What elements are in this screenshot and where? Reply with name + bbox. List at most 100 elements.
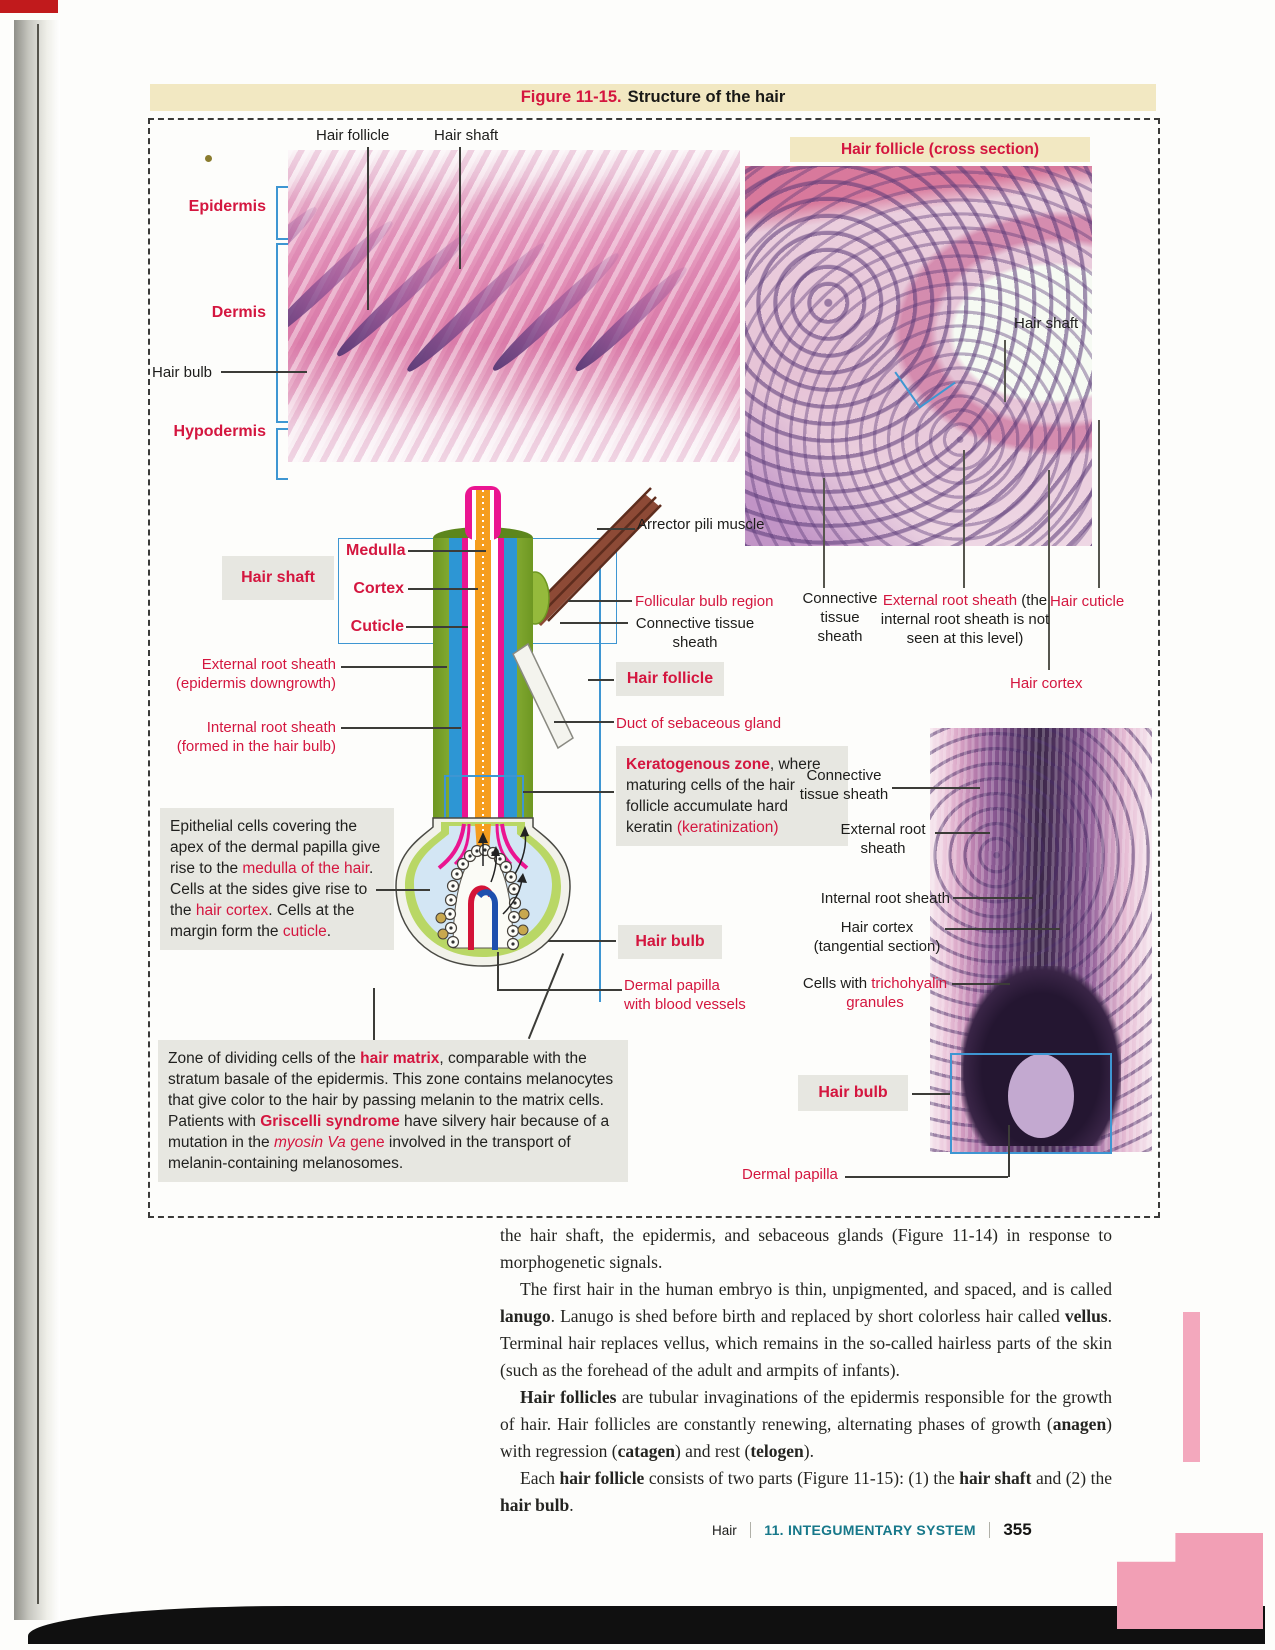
body-text: the hair shaft, the epidermis, and sebac… xyxy=(500,1222,1112,1519)
footer-divider xyxy=(749,1522,752,1538)
pointer-line xyxy=(497,989,622,991)
pointer-line xyxy=(1008,1125,1010,1177)
page-footer: Hair 11. INTEGUMENTARY SYSTEM 355 xyxy=(712,1520,1032,1540)
pointer-line xyxy=(497,952,499,990)
blue-angle-mark xyxy=(894,347,956,409)
paragraph: the hair shaft, the epidermis, and sebac… xyxy=(500,1225,1112,1272)
hair-cortex-line1: Hair cortex xyxy=(840,919,914,936)
paragraph: The first hair in the human embryo is th… xyxy=(500,1279,1112,1380)
dermis-bracket xyxy=(276,243,288,423)
hair-follicle-tag-label: Hair follicle xyxy=(626,670,714,687)
label-external-root-sheath: External root sheath (epidermis downgrow… xyxy=(158,655,336,693)
label-connective-tissue-sheath-long: Connective tissue sheath xyxy=(799,767,889,804)
label-hair-cortex-long: Hair cortex (tangential section) xyxy=(812,918,942,956)
pointer-line xyxy=(373,988,375,1040)
label-hair-cortex-cross: Hair cortex xyxy=(1010,675,1083,692)
hair-matrix-note-box: Zone of dividing cells of the hair matri… xyxy=(158,1040,628,1183)
speck xyxy=(205,155,212,162)
pointer-line xyxy=(376,889,430,891)
figure-dashed-border xyxy=(148,118,1160,1218)
figure-title: Structure of the hair xyxy=(627,88,786,106)
label-hypodermis: Hypodermis xyxy=(173,423,266,440)
hair-bulb-tag: Hair bulb xyxy=(618,925,722,959)
cross-section-banner: Hair follicle (cross section) xyxy=(790,137,1090,162)
pointer-line xyxy=(1004,340,1006,402)
label-epidermis: Epidermis xyxy=(188,198,266,215)
hypodermis-bracket xyxy=(276,428,288,480)
internal-root-sheath-line1: Internal root sheath xyxy=(206,719,336,736)
hair-bulb-tag-long-label: Hair bulb xyxy=(818,1084,888,1101)
label-dermal-papilla-vessels: Dermal papilla with blood vessels xyxy=(624,976,764,1014)
scan-corner-mark xyxy=(0,0,58,13)
label-cortex: Cortex xyxy=(353,580,404,597)
pointer-line xyxy=(588,679,614,681)
keratogenous-note-box: Keratogenous zone, where maturing cells … xyxy=(616,746,848,847)
pointer-line xyxy=(548,940,616,942)
follicle-longitudinal-micrograph xyxy=(930,728,1152,1152)
label-hair-shaft-cross: Hair shaft xyxy=(1014,315,1079,332)
pointer-line xyxy=(892,787,980,789)
label-internal-root-sheath-long: Internal root sheath xyxy=(820,890,950,907)
hair-bulb-tag-label: Hair bulb xyxy=(635,933,705,950)
follicle-shape xyxy=(402,238,550,377)
pointer-line xyxy=(1098,420,1100,588)
pointer-line xyxy=(221,371,307,373)
dermal-papilla-line1: Dermal papilla xyxy=(624,977,720,994)
blood-vessel-blue xyxy=(476,889,498,950)
book-bottom-edge xyxy=(28,1606,1265,1644)
external-root-sheath-line2: (epidermis downgrowth) xyxy=(175,675,336,693)
label-external-root-sheath-cross: External root sheath (the internal root … xyxy=(880,591,1050,649)
label-sebaceous-duct: Duct of sebaceous gland xyxy=(616,715,782,732)
gutter-crease-line xyxy=(37,24,39,1604)
label-hair-follicle-top: Hair follicle xyxy=(316,127,390,144)
label-dermis: Dermis xyxy=(211,304,266,321)
hair-follicle-bracket-line xyxy=(599,540,601,1002)
hair-shaft-tag-label: Hair shaft xyxy=(241,569,315,586)
melanocyte-cells xyxy=(435,908,530,940)
internal-root-sheath-line2: (formed in the hair bulb) xyxy=(176,738,336,756)
follicle-shape xyxy=(288,216,398,346)
label-connective-tissue-sheath-cross: Connective tissue sheath xyxy=(802,590,878,646)
pointer-line xyxy=(408,588,478,590)
pointer-line xyxy=(568,600,632,602)
footer-section: Hair xyxy=(712,1522,737,1538)
figure-title-banner: Figure 11-15. Structure of the hair xyxy=(150,84,1156,111)
pointer-line xyxy=(953,897,1033,899)
papilla-speckle-region xyxy=(1008,1054,1074,1138)
pointer-line xyxy=(554,721,614,723)
epithelial-note-box: Epithelial cells covering the apex of th… xyxy=(160,808,394,951)
label-trichohyalin: Cells with trichohyalin granules xyxy=(802,975,948,1012)
cross-section-title: Hair follicle (cross section) xyxy=(840,140,1040,158)
cell-nuclei xyxy=(448,848,517,946)
pointer-line xyxy=(1048,470,1050,670)
label-arrector-pili: Arrector pili muscle xyxy=(637,516,765,533)
label-dermal-papilla-long: Dermal papilla xyxy=(742,1166,838,1183)
pointer-line xyxy=(912,1093,950,1095)
epidermis-bracket xyxy=(276,186,288,240)
pointer-line xyxy=(845,1176,1008,1178)
hair-bulb-outline-box xyxy=(950,1053,1112,1154)
hair-follicle-diagram xyxy=(395,486,662,967)
pointer-line xyxy=(406,626,468,628)
paragraph: Hair follicles are tubular invaginations… xyxy=(500,1387,1113,1461)
pointer-line xyxy=(823,478,825,588)
footer-page-number: 355 xyxy=(1003,1520,1032,1539)
pointer-line xyxy=(459,147,461,269)
page-tab-pink-corner xyxy=(1117,1533,1263,1629)
label-hair-shaft-top: Hair shaft xyxy=(434,127,499,144)
external-root-sheath-red: External root sheath xyxy=(882,592,1018,609)
footer-chapter: 11. INTEGUMENTARY SYSTEM xyxy=(764,1522,976,1538)
paragraph: Each hair follicle consists of two parts… xyxy=(500,1468,1113,1515)
hair-follicle-tag: Hair follicle xyxy=(616,662,724,696)
hair-shaft-tag: Hair shaft xyxy=(222,556,334,600)
pointer-line xyxy=(945,928,1060,930)
skin-section-micrograph xyxy=(288,150,740,462)
external-root-sheath-note: (the internal root sheath is not seen at… xyxy=(880,592,1050,648)
external-root-sheath-line1: External root sheath xyxy=(201,656,336,673)
dermal-papilla-line2: with blood vessels xyxy=(624,996,746,1014)
page-tab-pink-strip xyxy=(1183,1312,1200,1462)
follicle-cross-section-micrograph xyxy=(745,166,1092,546)
pointer-line xyxy=(408,550,486,552)
matrix-cells xyxy=(443,843,522,951)
